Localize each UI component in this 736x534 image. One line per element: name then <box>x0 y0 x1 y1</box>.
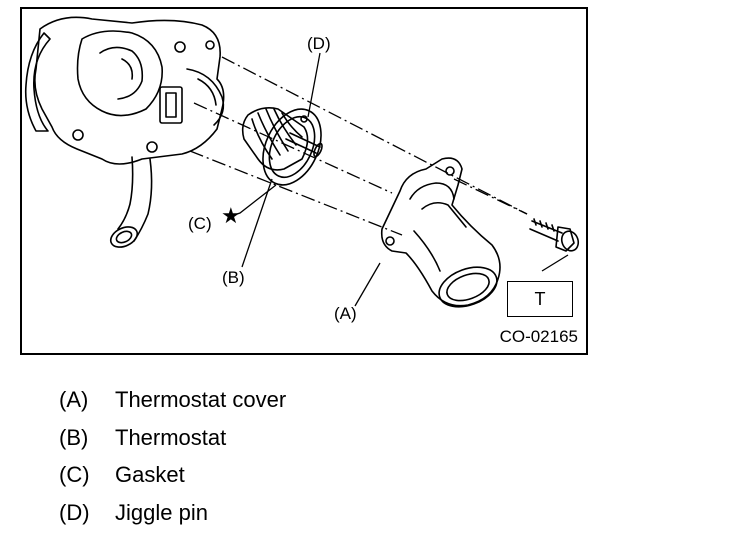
legend-item: (D) Jiggle pin <box>59 494 286 532</box>
leader-t <box>541 254 569 272</box>
legend-label: Gasket <box>115 462 185 488</box>
legend-item: (A) Thermostat cover <box>59 381 286 419</box>
leader-b <box>241 178 273 268</box>
legend-item: (B) Thermostat <box>59 419 286 457</box>
alignment-line-bottom <box>189 150 403 236</box>
legend-label: Thermostat cover <box>115 386 287 412</box>
figure-code: CO-02165 <box>499 327 578 346</box>
legend-label: Thermostat <box>115 424 227 450</box>
torque-box: T <box>507 281 573 317</box>
alignment-line-bolt <box>453 178 528 215</box>
leader-d <box>307 52 321 118</box>
thermostat-drawing <box>241 107 323 186</box>
alignment-line-top <box>221 56 528 215</box>
callout-c: (C) <box>188 214 212 233</box>
thermostat-assembly-drawing <box>24 16 580 308</box>
exploded-diagram: (D) (C) ★ (B) (A) T CO-02165 <box>20 7 588 355</box>
star-icon: ★ <box>221 203 241 228</box>
alignment-line-mid <box>193 102 393 194</box>
leader-c <box>227 184 277 218</box>
legend-item: (C) Gasket <box>59 456 286 494</box>
thermostat-cover-drawing <box>380 157 501 308</box>
legend-key: (B) <box>59 424 89 450</box>
legend-key: (C) <box>59 462 90 488</box>
legend-label: Jiggle pin <box>115 499 208 525</box>
callout-b: (B) <box>222 268 245 287</box>
callout-a: (A) <box>334 304 357 323</box>
engine-housing-drawing <box>24 16 225 248</box>
legend: (A) Thermostat cover (B) Thermostat (C) … <box>59 381 286 532</box>
leader-a <box>354 262 381 307</box>
legend-key: (A) <box>59 386 89 412</box>
legend-key: (D) <box>59 499 90 525</box>
bolt-drawing <box>529 218 580 252</box>
callout-d: (D) <box>307 34 331 53</box>
